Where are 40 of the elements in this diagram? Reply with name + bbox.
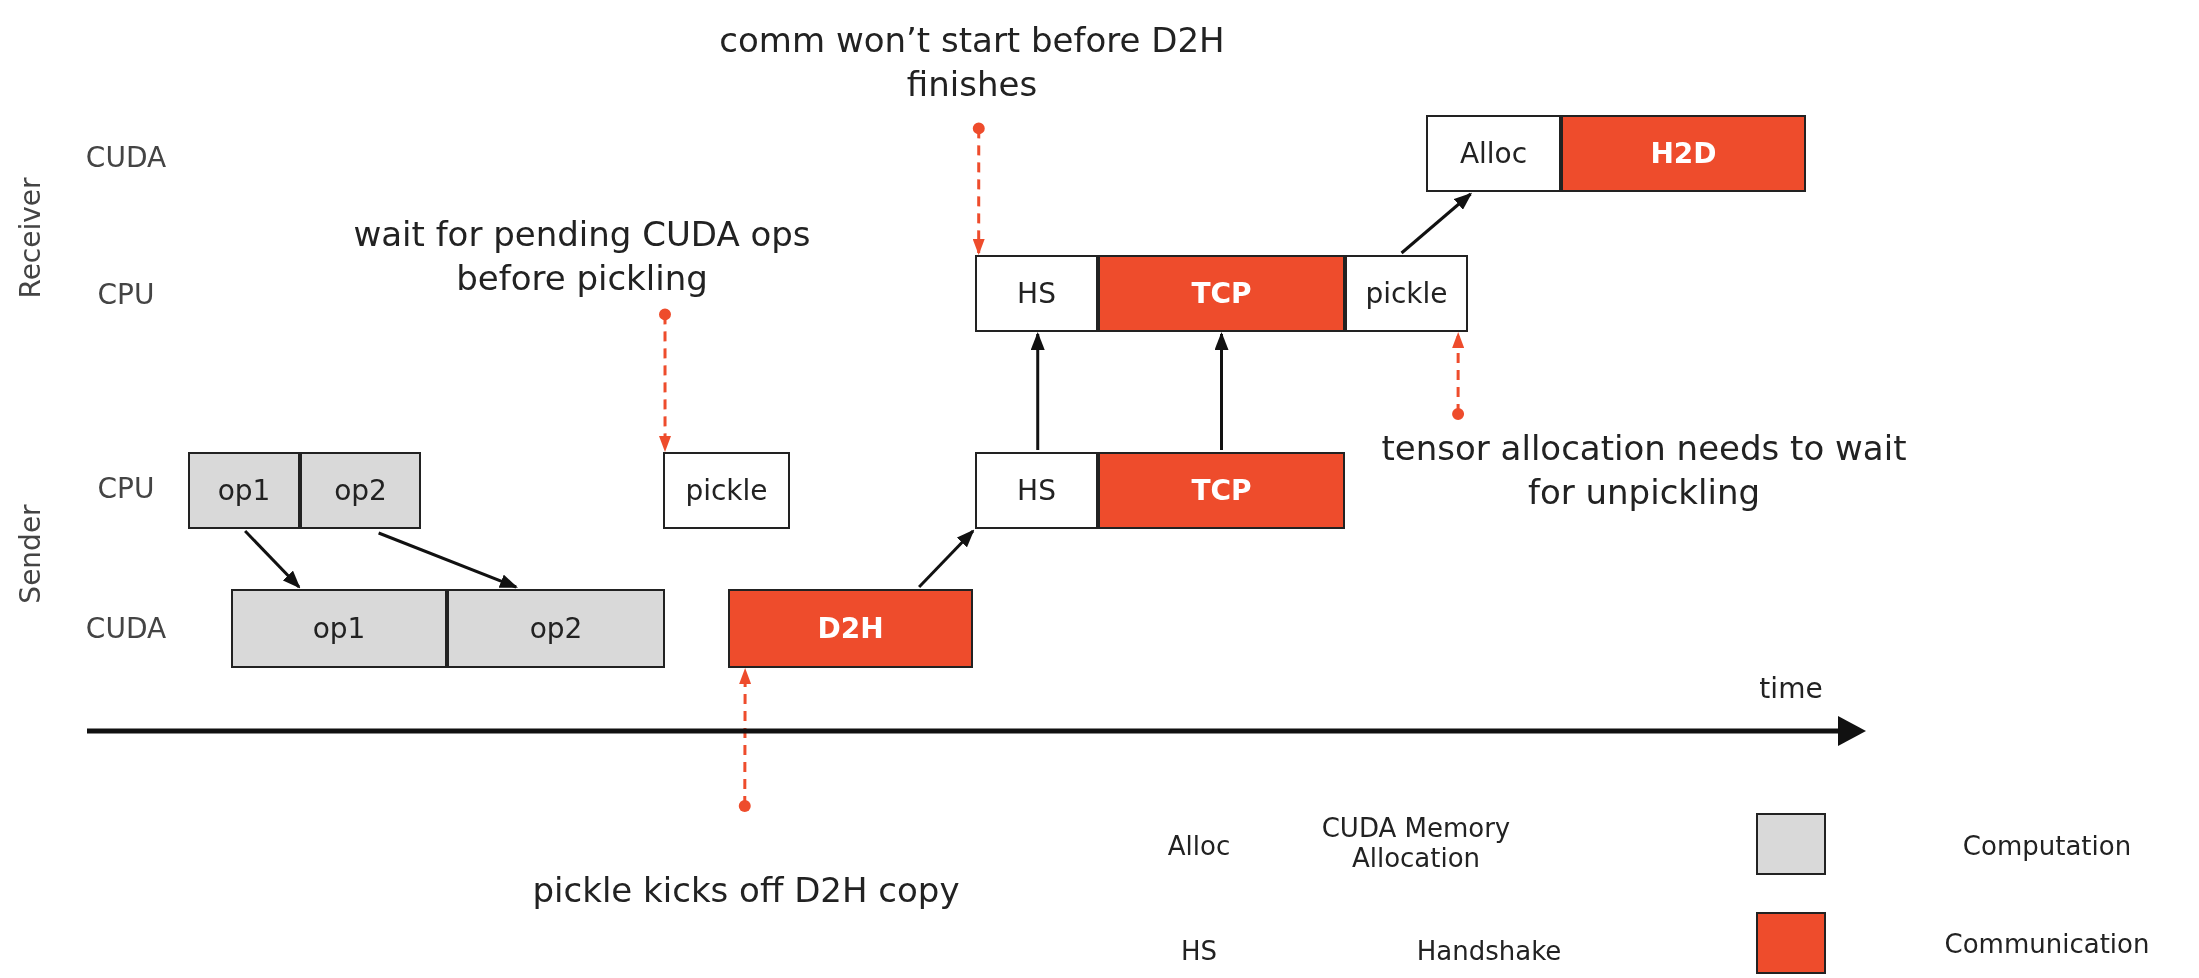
timeline-block: TCP (1098, 255, 1345, 332)
group-label: Sender (13, 504, 47, 604)
group-label: Receiver (13, 177, 47, 299)
dashed-arrow (738, 668, 752, 812)
annotation-text: wait for pending CUDA ops before pickling (332, 212, 832, 301)
timeline-block: D2H (728, 589, 973, 668)
abbreviation: Handshake (1416, 936, 1562, 966)
arrow (918, 529, 975, 589)
timeline-block: H2D (1561, 115, 1806, 192)
timeline-block: op2 (447, 589, 665, 668)
row-label: CUDA (85, 140, 167, 174)
annotation-text: comm won’t start before D2H finishes (712, 18, 1232, 107)
dashed-arrow (1452, 332, 1465, 420)
timeline-block: pickle (1345, 255, 1468, 332)
arrow (244, 529, 301, 589)
dashed-arrow (659, 308, 672, 452)
arrow (378, 531, 518, 589)
abbreviation-meaning: CUDA Memory Allocation (1320, 813, 1512, 873)
legend-label: Communication (1944, 929, 2150, 959)
abbreviation: Alloc (1167, 831, 1231, 861)
timeline-block: op1 (188, 452, 300, 529)
timeline-block: op1 (231, 589, 447, 668)
timeline-block: TCP (1098, 452, 1345, 529)
timeline-block: HS (975, 255, 1098, 332)
axis-label: time (1759, 671, 1823, 705)
row-label: CUDA (85, 611, 167, 645)
row-label: CPU (97, 471, 155, 505)
legend-label: Computation (1962, 831, 2132, 861)
annotation-text: pickle kicks off D2H copy (436, 868, 1056, 913)
row-label: CPU (97, 277, 155, 311)
abbreviation: HS (1180, 936, 1218, 966)
timeline-block: Alloc (1426, 115, 1561, 192)
timeline-block: HS (975, 452, 1098, 529)
arrow (1030, 332, 1045, 450)
arrow (1214, 332, 1229, 450)
timeline-block: op2 (300, 452, 421, 529)
arrow (1400, 192, 1473, 255)
timeline-block: pickle (663, 452, 790, 529)
annotation-text: tensor allocation needs to wait for unpickling (1364, 426, 1924, 515)
dashed-arrow (972, 122, 985, 255)
